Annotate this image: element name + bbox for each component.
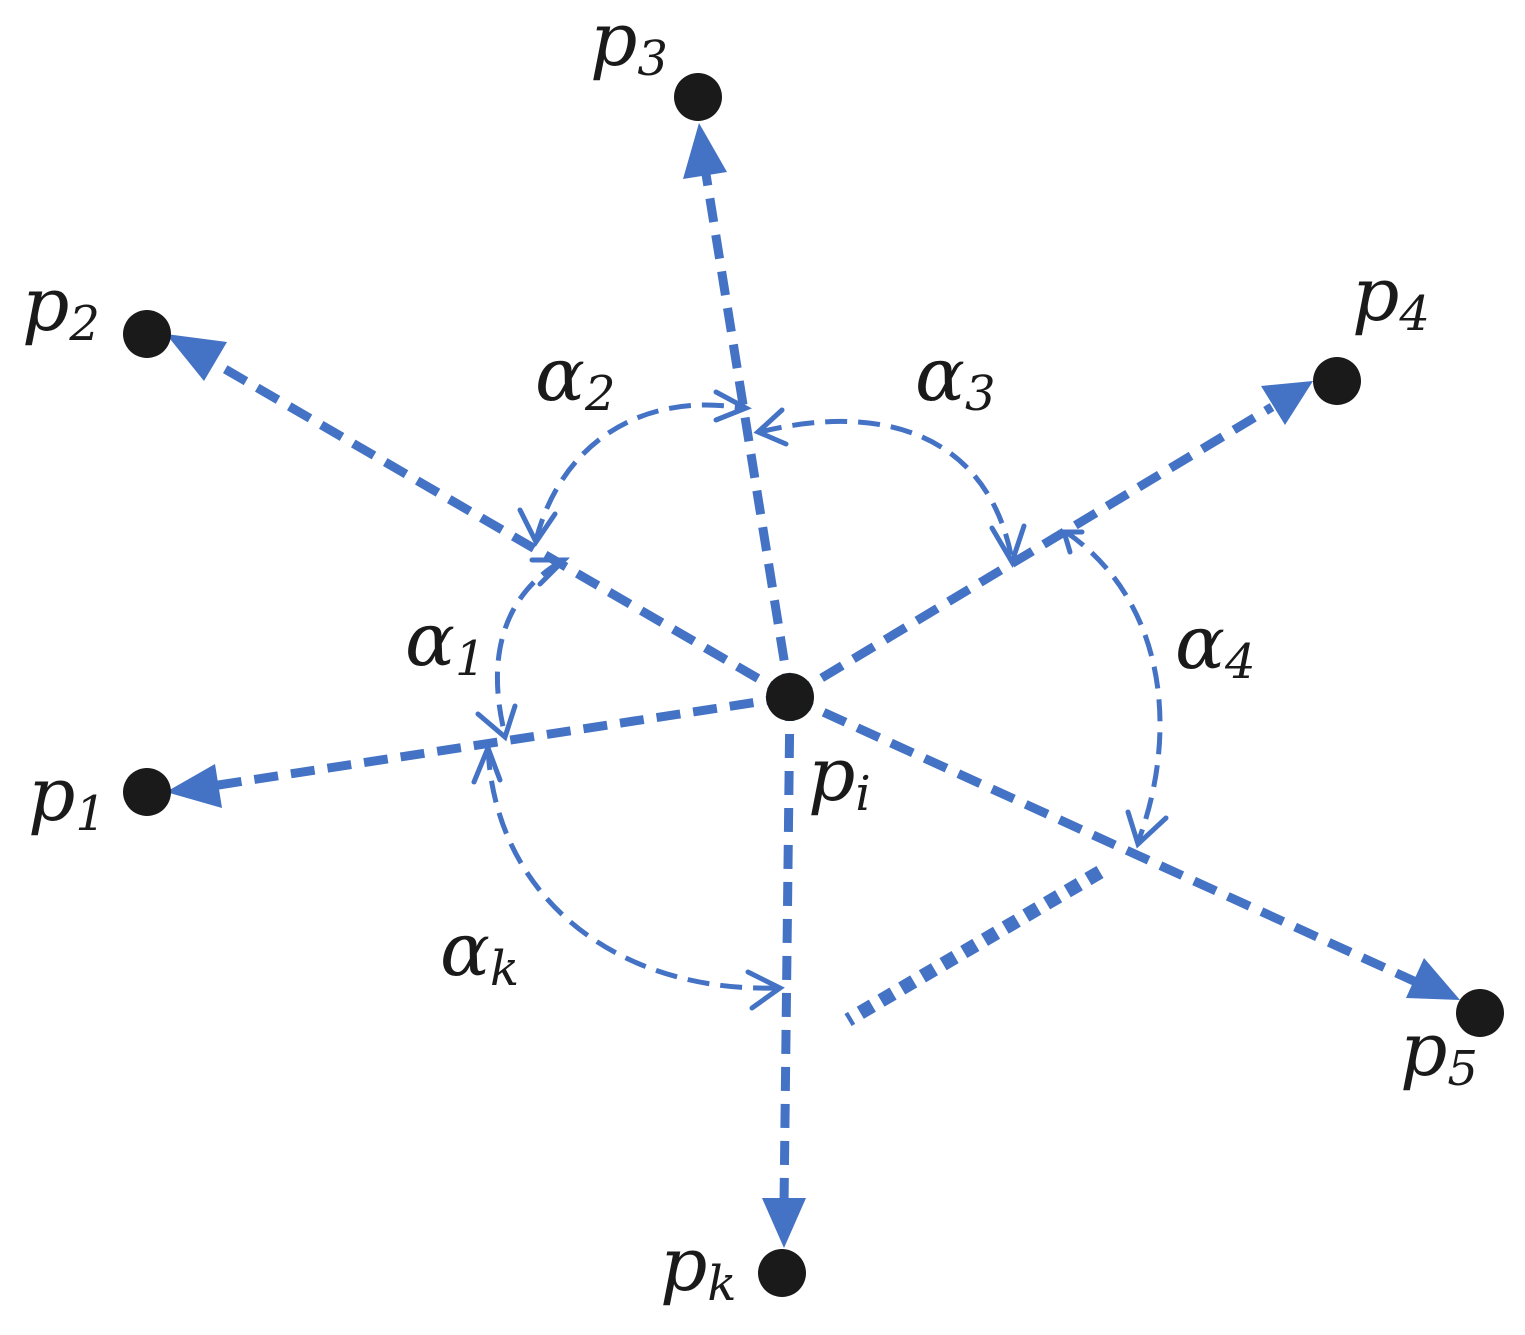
arc-tip-alpha-4-end: [1125, 809, 1169, 849]
edge-pi-p4: [787, 403, 1275, 701]
arrowhead-p2: [166, 334, 227, 381]
arrowheads: [166, 123, 1460, 1248]
ellipsis-dots: [844, 865, 1104, 1027]
arrowhead-pk: [762, 1198, 806, 1248]
arrowhead-p5: [1406, 958, 1460, 1000]
label-alpha-2: α2: [535, 332, 616, 422]
label-p-4: p4: [1352, 252, 1430, 342]
label-p-3: p3: [590, 0, 668, 87]
arc-tip-alpha-k-end: [745, 969, 785, 1011]
label-p-k: pk: [660, 1222, 736, 1312]
nodes: [123, 73, 1504, 1297]
arc-alpha-4: [1064, 529, 1163, 843]
arc-tip-alpha-1: [529, 557, 571, 587]
arc-alpha-k: [485, 747, 776, 991]
arc-tip-alpha-1-end: [475, 703, 518, 742]
arc-tip-alpha-3: [753, 407, 789, 447]
label-p-1: p1: [28, 752, 106, 842]
edges: [203, 167, 1418, 1206]
edge-pi-p5: [788, 692, 1418, 987]
node-p-5: [1456, 989, 1504, 1037]
label-alpha-k: αk: [440, 907, 519, 997]
node-p-k: [758, 1249, 806, 1297]
label-alpha-1: α1: [405, 597, 486, 687]
label-p-i: pi: [808, 732, 871, 822]
arc-tip-alpha-k: [471, 741, 503, 785]
arc-tip-alpha-4: [1060, 529, 1085, 555]
arc-tip-alpha-2: [517, 507, 558, 547]
node-p-4: [1313, 357, 1361, 405]
label-p-2: p2: [22, 262, 100, 352]
node-p-i: [766, 673, 814, 721]
edge-pi-p2: [203, 354, 793, 701]
arc-tip-alpha-3-end: [989, 523, 1027, 569]
angle-arcs: [485, 402, 1163, 991]
arrowhead-p1: [166, 764, 222, 808]
arc-alpha-1: [494, 559, 562, 736]
edge-pi-p3: [700, 167, 795, 698]
node-p-3: [674, 73, 722, 121]
edge-pi-p1: [211, 692, 791, 791]
arc-alpha-2: [533, 402, 743, 541]
edge-pi-pk: [779, 696, 795, 1206]
arc-tips: [471, 389, 1169, 1011]
node-p-1: [123, 768, 171, 816]
label-alpha-3: α3: [915, 332, 996, 422]
arrowhead-p3: [683, 123, 727, 179]
label-alpha-4: α4: [1175, 600, 1256, 690]
arrowhead-p4: [1261, 381, 1313, 425]
arc-tip-alpha-2-end: [713, 389, 752, 423]
label-p-5: p5: [1400, 1007, 1478, 1097]
node-p-2: [123, 310, 171, 358]
arc-alpha-3: [759, 419, 1015, 561]
labels: pi p1 p2 p3 p4 p5 pk α1 α2 α3 α4: [22, 0, 1478, 1312]
